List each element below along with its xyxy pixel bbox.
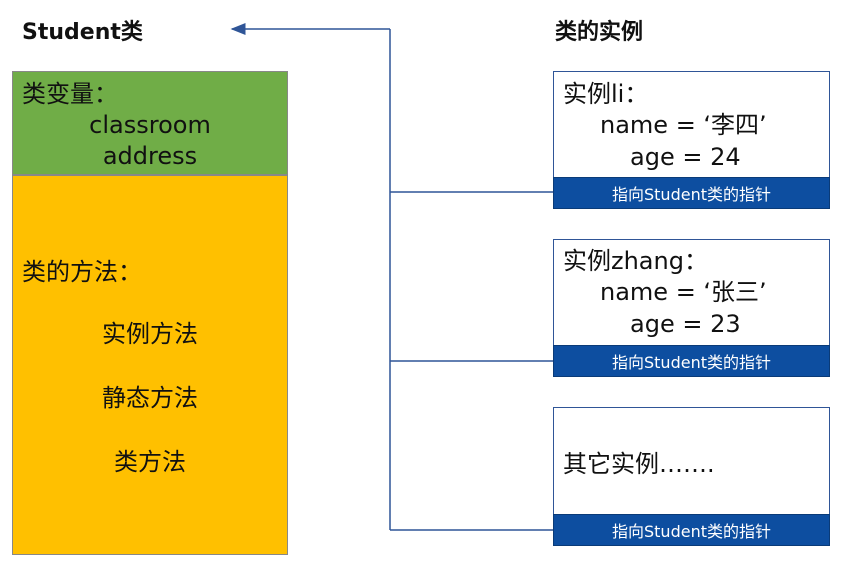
instance-li-header: 实例li：: [563, 80, 649, 108]
instance-li-age: age = 24: [630, 143, 741, 171]
method-instance: 实例方法: [102, 320, 198, 348]
class-variable-classroom: classroom: [89, 111, 211, 139]
class-variables-section: [12, 71, 288, 175]
instances-title: 类的实例: [555, 20, 644, 45]
instance-li-box: [553, 71, 830, 179]
class-variables-label: 类变量：: [22, 80, 118, 108]
class-title: Student类: [22, 20, 143, 45]
other-instances-pointer: 指向Student类的指针: [553, 514, 830, 546]
instance-zhang-age: age = 23: [630, 310, 741, 338]
method-static: 静态方法: [102, 384, 198, 412]
instance-zhang-header: 实例zhang：: [563, 247, 708, 275]
instance-zhang-name: name = ‘张三’: [600, 278, 767, 306]
other-instances-header: 其它实例…….: [563, 450, 715, 478]
instance-li-pointer: 指向Student类的指针: [553, 177, 830, 209]
class-methods-label: 类的方法：: [22, 258, 142, 286]
instance-li-name: name = ‘李四’: [600, 111, 767, 139]
method-class: 类方法: [114, 448, 186, 476]
instance-zhang-pointer: 指向Student类的指针: [553, 345, 830, 377]
class-methods-section: [12, 175, 288, 555]
class-variable-address: address: [102, 142, 198, 170]
